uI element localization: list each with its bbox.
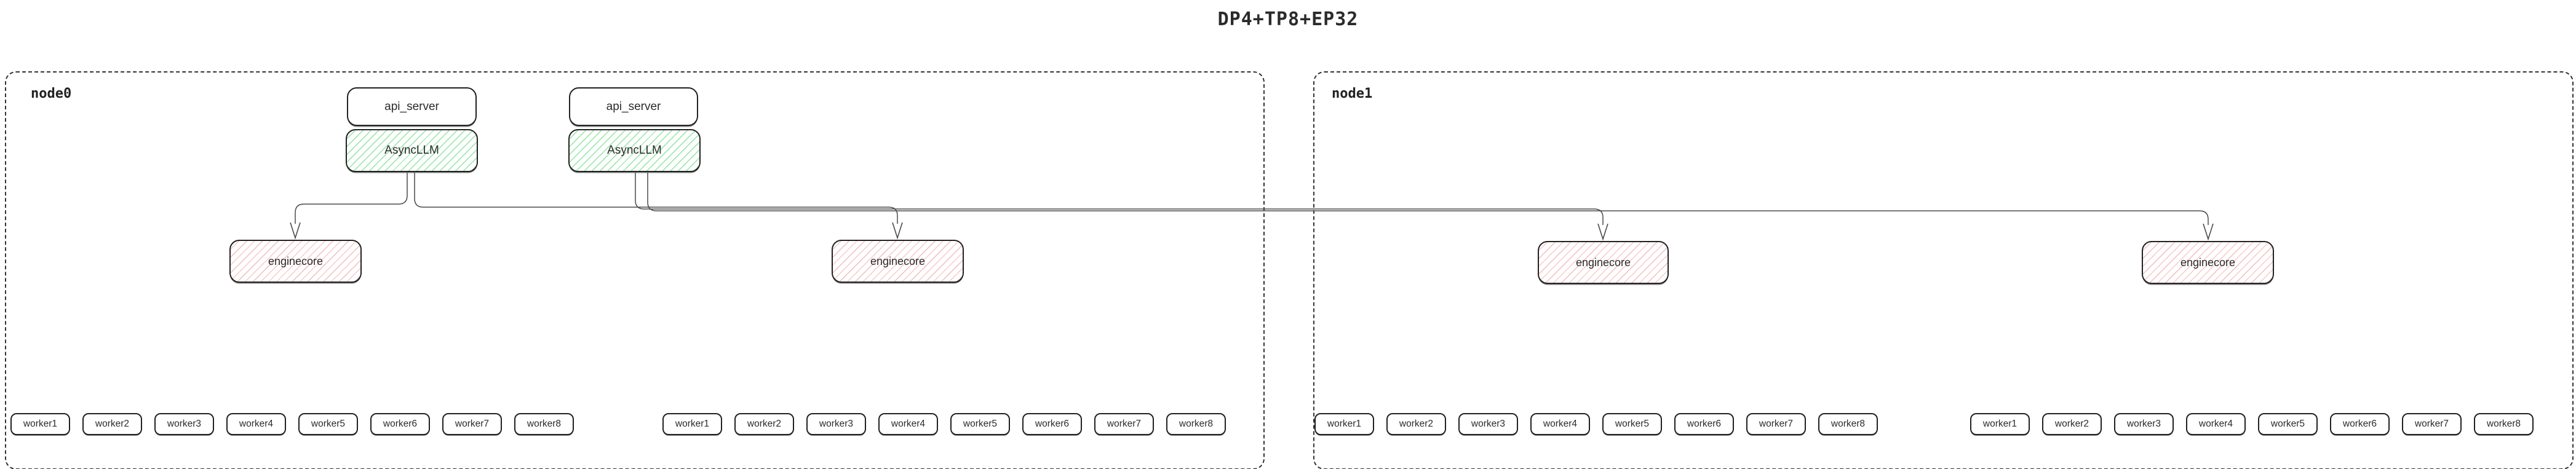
node0-label: node0	[31, 86, 72, 101]
worker-box: worker1	[662, 413, 722, 435]
worker-box: worker5	[1602, 413, 1662, 435]
worker-box: worker3	[154, 413, 214, 435]
worker-group: worker1 worker2 worker3 worker4 worker5 …	[1314, 413, 1878, 435]
worker-group: worker1 worker2 worker3 worker4 worker5 …	[662, 413, 1226, 435]
enginecore-box: enginecore	[832, 240, 964, 283]
worker-box: worker6	[370, 413, 430, 435]
worker-box: worker2	[82, 413, 142, 435]
worker-box: worker8	[514, 413, 574, 435]
worker-box: worker3	[806, 413, 866, 435]
worker-box: worker4	[1530, 413, 1590, 435]
node1-container	[1313, 71, 2574, 469]
worker-box: worker1	[1970, 413, 2030, 435]
worker-box: worker5	[2258, 413, 2318, 435]
worker-box: worker2	[734, 413, 794, 435]
api-server-box: api_server	[347, 87, 477, 126]
diagram-title: DP4+TP8+EP32	[1217, 9, 1359, 30]
worker-box: worker5	[298, 413, 358, 435]
worker-box: worker6	[1022, 413, 1082, 435]
worker-box: worker8	[1166, 413, 1226, 435]
worker-box: worker4	[226, 413, 286, 435]
worker-box: worker7	[1094, 413, 1154, 435]
worker-box: worker2	[1386, 413, 1446, 435]
node1-label: node1	[1332, 86, 1373, 101]
worker-box: worker3	[1458, 413, 1518, 435]
worker-box: worker1	[10, 413, 70, 435]
worker-group: worker1 worker2 worker3 worker4 worker5 …	[1970, 413, 2534, 435]
worker-box: worker8	[1818, 413, 1878, 435]
worker-box: worker8	[2474, 413, 2534, 435]
enginecore-box: enginecore	[229, 240, 362, 283]
worker-box: worker7	[2402, 413, 2462, 435]
worker-box: worker3	[2114, 413, 2174, 435]
enginecore-box: enginecore	[1538, 241, 1669, 284]
worker-box: worker2	[2042, 413, 2102, 435]
worker-box: worker4	[878, 413, 938, 435]
worker-group: worker1 worker2 worker3 worker4 worker5 …	[10, 413, 574, 435]
worker-box: worker7	[442, 413, 502, 435]
worker-box: worker1	[1314, 413, 1374, 435]
worker-box: worker7	[1746, 413, 1806, 435]
worker-box: worker6	[2330, 413, 2390, 435]
enginecore-box: enginecore	[2142, 241, 2274, 284]
asyncllm-box: AsyncLLM	[346, 129, 478, 172]
asyncllm-box: AsyncLLM	[568, 129, 701, 172]
worker-box: worker5	[950, 413, 1010, 435]
api-server-box: api_server	[569, 87, 698, 126]
worker-box: worker4	[2186, 413, 2246, 435]
worker-box: worker6	[1674, 413, 1734, 435]
